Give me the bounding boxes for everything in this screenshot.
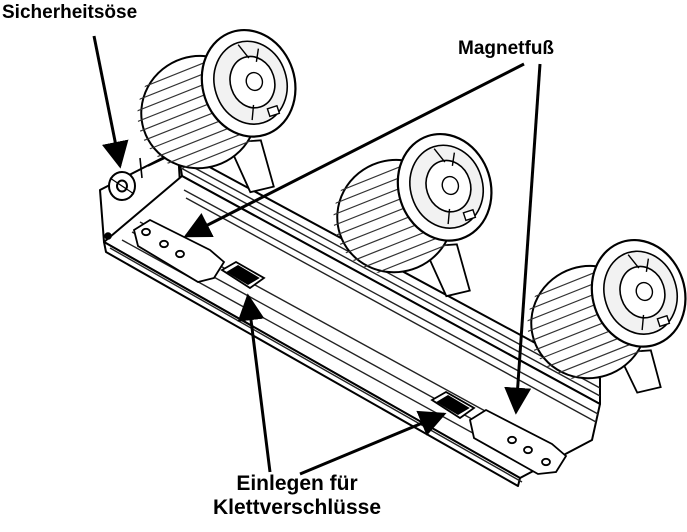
spotlight-head-2 [325,132,493,298]
arrow-velcro-right [299,410,447,476]
velcro-label-line2: Klettverschlüsse [212,496,382,519]
spotlight-head-3 [519,238,687,394]
arrow-velcro-left [237,293,272,473]
arrow-safety-eyelet [92,35,129,169]
arrow-magnet-left [183,62,525,238]
callout-arrows [92,35,542,476]
magnetic-foot-label: Magnetfuß [458,38,555,59]
arrow-magnet-right [504,63,542,415]
velcro-slot-label: Einlegen für Klettverschlüsse [170,472,424,520]
spotlight-head-1 [129,28,297,194]
velcro-slot-left [220,260,266,290]
magnetic-foot-pad-right [468,408,568,475]
safety-eyelet [108,171,136,201]
velcro-label-line1: Einlegen für [236,472,358,495]
magnetic-foot-pad-left [132,218,226,283]
velcro-slot-right [430,390,476,420]
safety-eyelet-label: Sicherheitsöse [2,2,138,23]
